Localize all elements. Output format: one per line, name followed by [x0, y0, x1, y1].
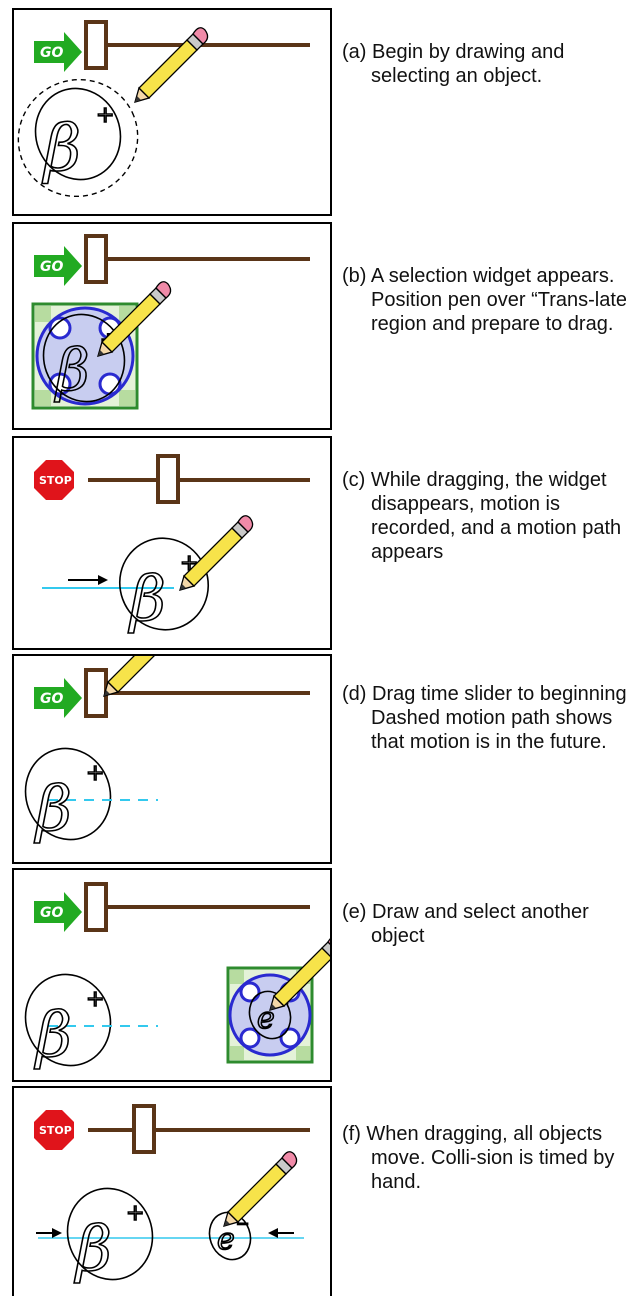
beta-symbol: β: [42, 112, 81, 186]
electron-object[interactable]: [203, 1207, 257, 1266]
electron-object[interactable]: [243, 986, 297, 1045]
panel-f: β + e −: [12, 1086, 332, 1296]
beta-symbol: β: [34, 772, 72, 845]
stop-signal-icon[interactable]: [34, 460, 74, 500]
go-signal-icon[interactable]: [34, 678, 82, 718]
panel-a: β +: [12, 8, 332, 216]
panel-e: β + e −: [12, 868, 332, 1082]
beta-symbol: β: [34, 998, 72, 1071]
caption-c: (c) While dragging, the widget disappear…: [342, 469, 622, 563]
charge-plus: +: [96, 103, 114, 128]
time-slider-handle[interactable]: [156, 454, 180, 504]
time-slider-handle[interactable]: [132, 1104, 156, 1154]
stop-signal-icon[interactable]: [34, 1110, 74, 1150]
time-slider-handle[interactable]: [84, 668, 108, 718]
rotate-handle: [48, 316, 72, 340]
panel-b: β +: [12, 222, 332, 430]
scale-handle: [48, 372, 72, 396]
time-slider-handle[interactable]: [84, 882, 108, 932]
beta-symbol: β: [54, 336, 90, 404]
beta-object[interactable]: [31, 303, 136, 413]
panel-d: β +: [12, 654, 332, 864]
pencil-icon: [223, 1151, 298, 1227]
scale-handle: [279, 1027, 301, 1049]
rotate-handle: [239, 981, 261, 1003]
scale-handle: [239, 1027, 261, 1049]
time-slider-handle[interactable]: [84, 234, 108, 284]
caption-a: (a) Begin by drawing and selecting an ob…: [342, 41, 565, 87]
charge-plus: +: [86, 987, 104, 1012]
pencil-icon: [103, 656, 178, 697]
go-signal-icon[interactable]: [34, 892, 82, 932]
panel-c: β +: [12, 436, 332, 650]
caption-d: (d) Drag time slider to beginning. Dashe…: [342, 683, 626, 753]
time-slider-handle[interactable]: [84, 20, 108, 70]
electron-symbol: e: [217, 1222, 235, 1257]
scale-handle: [98, 372, 122, 396]
beta-object[interactable]: [14, 736, 123, 851]
caption-e: (e) Draw and select another object: [342, 901, 589, 947]
selection-widget[interactable]: [31, 302, 139, 410]
go-signal-icon[interactable]: [34, 32, 82, 72]
beta-object[interactable]: [55, 1176, 165, 1291]
beta-object[interactable]: [23, 76, 133, 191]
charge-plus: +: [86, 761, 104, 786]
beta-symbol: β: [128, 562, 166, 635]
caption-b: (b) A selection widget appears. Position…: [342, 265, 626, 335]
pencil-icon: [134, 27, 209, 103]
selection-lasso: [17, 78, 139, 198]
charge-plus: +: [126, 1201, 144, 1226]
caption-f: (f) When dragging, all objects move. Col…: [342, 1123, 615, 1193]
beta-symbol: β: [74, 1212, 112, 1285]
beta-object[interactable]: [14, 962, 123, 1077]
go-signal-icon[interactable]: [34, 246, 82, 286]
